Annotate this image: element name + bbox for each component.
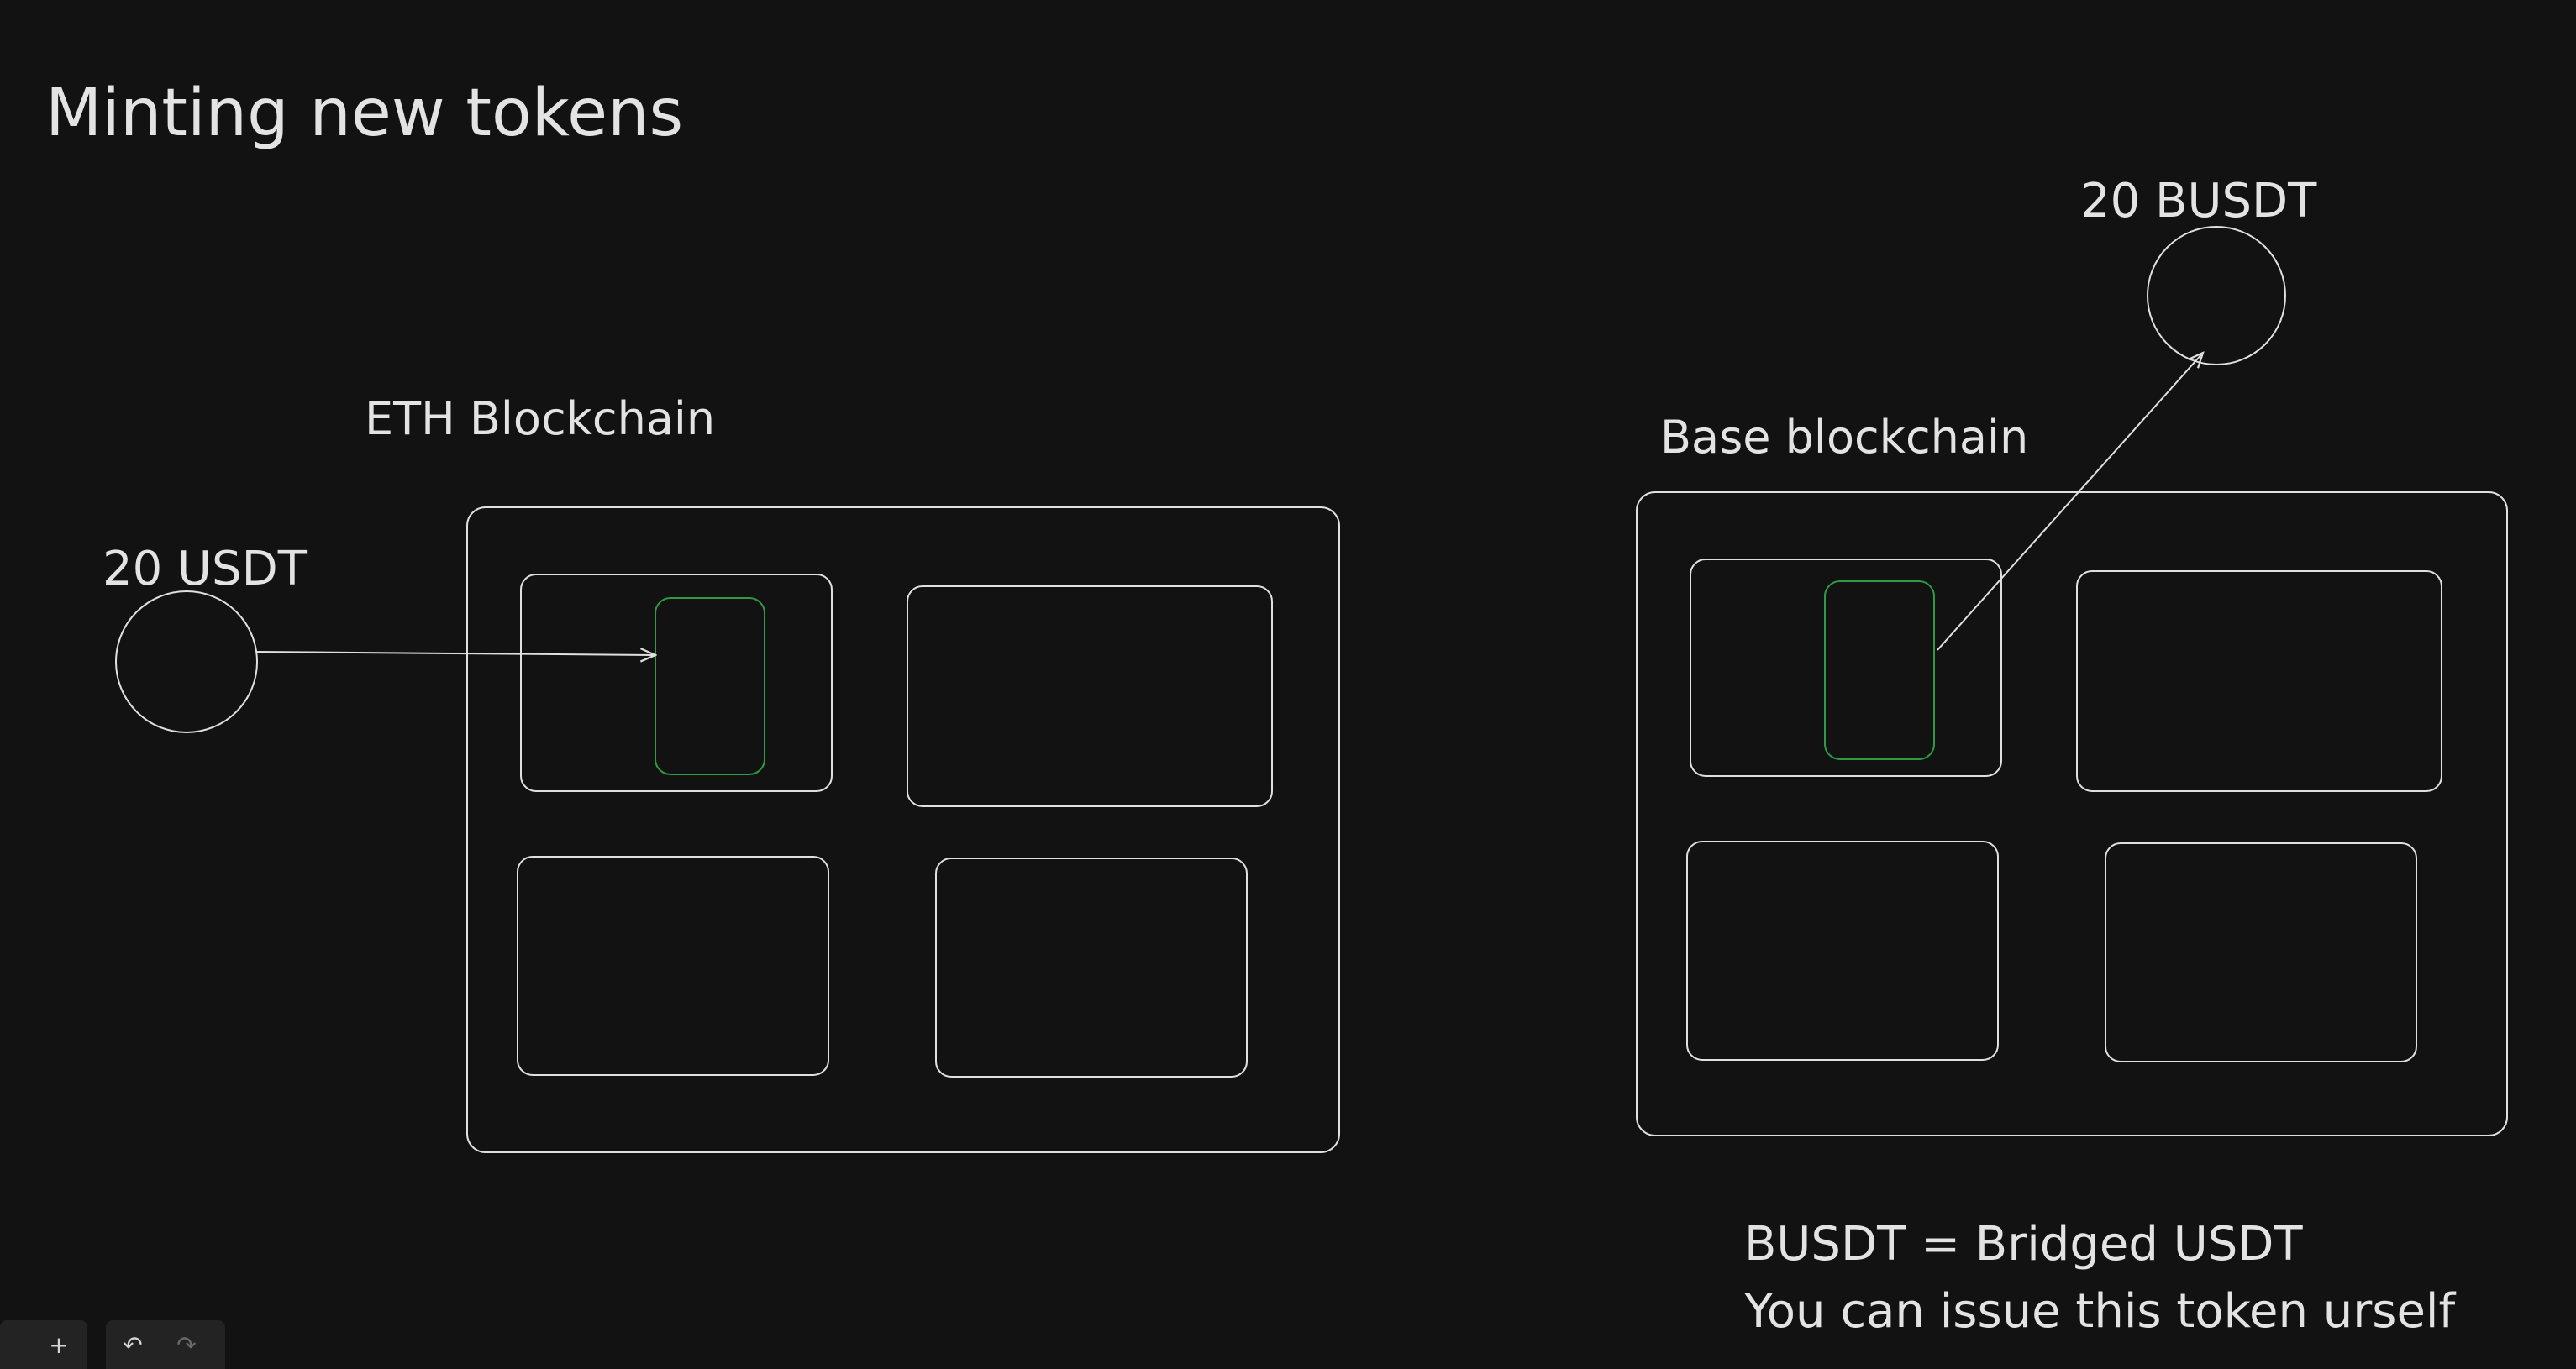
redo-button[interactable]: ↷ bbox=[160, 1320, 213, 1369]
eth-usdt-vault[interactable] bbox=[655, 597, 765, 775]
zoom-toolbar: + bbox=[0, 1320, 87, 1369]
base-busdt-vault[interactable] bbox=[1824, 580, 1935, 760]
usdt-token-label: 20 USDT bbox=[103, 542, 307, 596]
eth-blockchain-label: ETH Blockchain bbox=[365, 392, 716, 445]
eth-contract-box-2[interactable] bbox=[907, 585, 1273, 807]
mint-arrow[interactable] bbox=[1937, 353, 2203, 651]
eth-contract-box-1[interactable] bbox=[520, 574, 833, 792]
base-contract-box-2[interactable] bbox=[2076, 570, 2442, 792]
usdt-token-circle[interactable] bbox=[115, 590, 258, 733]
note-line-2: You can issue this token urself bbox=[1744, 1284, 2456, 1339]
base-blockchain-label: Base blockchain bbox=[1660, 411, 2029, 464]
history-toolbar: ↶ ↷ bbox=[106, 1320, 225, 1369]
base-contract-box-1[interactable] bbox=[1690, 559, 2002, 777]
base-blockchain-box[interactable] bbox=[1636, 491, 2508, 1136]
zoom-in-button[interactable]: + bbox=[0, 1320, 87, 1369]
undo-button[interactable]: ↶ bbox=[106, 1320, 160, 1369]
base-contract-box-4[interactable] bbox=[2105, 842, 2417, 1062]
deposit-arrow[interactable] bbox=[256, 652, 655, 655]
busdt-token-circle[interactable] bbox=[2147, 226, 2286, 365]
note-line-1: BUSDT = Bridged USDT bbox=[1744, 1217, 2303, 1272]
eth-blockchain-box[interactable] bbox=[466, 506, 1340, 1153]
eth-contract-box-3[interactable] bbox=[517, 856, 829, 1076]
eth-contract-box-4[interactable] bbox=[935, 858, 1248, 1078]
page-title: Minting new tokens bbox=[45, 76, 684, 151]
base-contract-box-3[interactable] bbox=[1686, 841, 1999, 1061]
busdt-token-label: 20 BUSDT bbox=[2080, 174, 2317, 228]
